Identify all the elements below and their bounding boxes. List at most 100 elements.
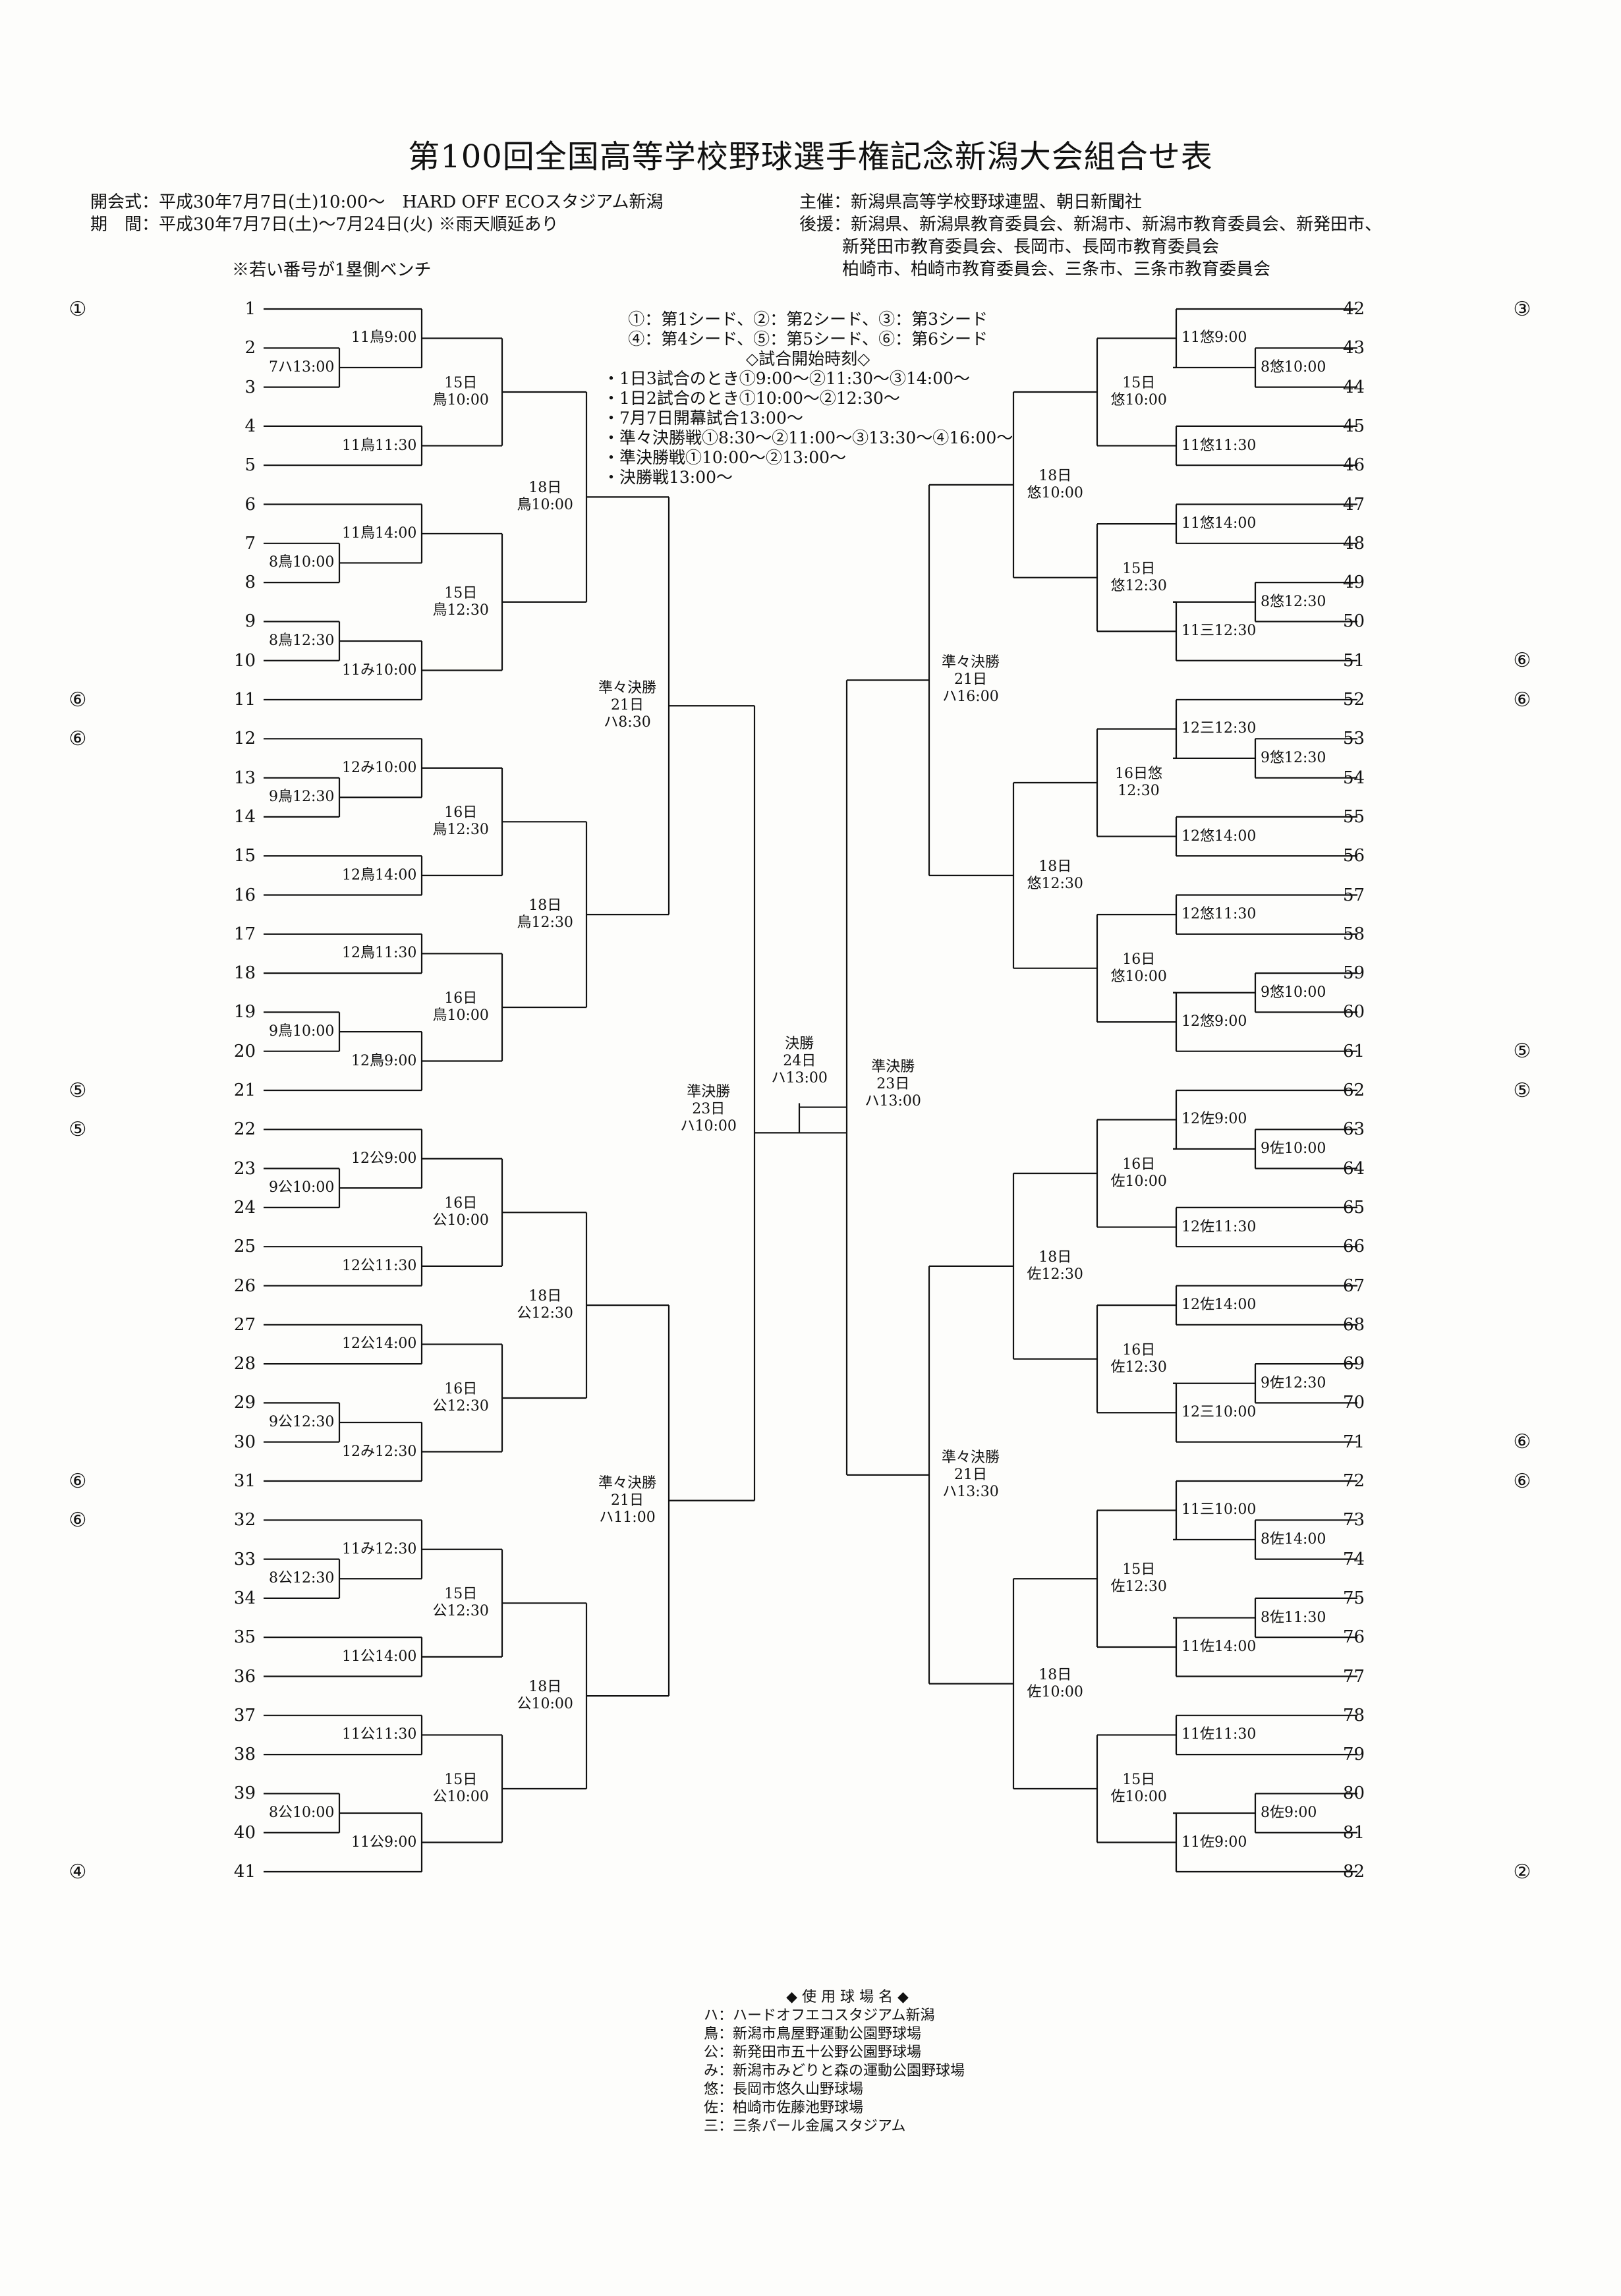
team-number: 73 (1343, 1510, 1365, 1530)
match-label: 12三10:00 (1181, 1404, 1257, 1421)
team-number: 30 (233, 1432, 256, 1452)
team-number: 49 (1343, 573, 1365, 593)
seed-badge: ⑥ (1513, 649, 1531, 673)
team-number: 28 (233, 1354, 256, 1374)
team-number: 36 (233, 1666, 256, 1687)
team-number: 79 (1343, 1745, 1365, 1765)
team-number: 4 (244, 416, 256, 436)
team-number: 57 (1343, 885, 1365, 905)
round-label: 18日佐12:30 (1027, 1248, 1083, 1283)
team-number: 25 (233, 1237, 256, 1257)
legend-start-line: ・1日3試合のとき①9:00～②11:30～③14:00～ (603, 369, 971, 388)
round-label: 15日鳥12:30 (432, 584, 489, 619)
legend: ①：第1シード、②：第2シード、③：第3シード ④：第4シード、⑤：第5シード、… (603, 310, 1013, 488)
header-right: 主催：新潟県高等学校野球連盟、朝日新聞社 後援：新潟県、新潟県教育委員会、新潟市… (799, 191, 1382, 281)
match-label: 12悠9:00 (1181, 1013, 1247, 1030)
match-label: 11佐9:00 (1181, 1834, 1247, 1851)
team-number: 81 (1343, 1822, 1365, 1843)
round-label: 18日悠12:30 (1027, 858, 1083, 892)
seed-badge: ① (69, 297, 87, 321)
bench-note: ※若い番号が1塁側ベンチ (232, 260, 432, 280)
venue-item: 三：三条パール金属スタジアム (704, 2118, 906, 2135)
team-number: 35 (233, 1627, 256, 1648)
venue-list-title: ◆ 使 用 球 場 名 ◆ (786, 1989, 909, 2005)
match-label: 8佐11:30 (1261, 1609, 1326, 1626)
match-label: 8佐9:00 (1261, 1805, 1317, 1822)
team-number: 64 (1343, 1158, 1365, 1179)
team-number: 44 (1343, 377, 1365, 397)
match-label: 12悠11:30 (1181, 906, 1257, 923)
legend-start-title: ◇試合開始時刻◇ (745, 349, 870, 368)
venue-item: 公：新発田市五十公野公園野球場 (704, 2044, 922, 2061)
round-label: 16日鳥12:30 (432, 804, 489, 839)
match-label: 11悠14:00 (1181, 515, 1257, 532)
team-number: 41 (233, 1862, 256, 1882)
team-number: 11 (233, 690, 256, 710)
legend-seed-line1: ①：第1シード、②：第2シード、③：第3シード (628, 310, 988, 329)
round-label: 16日佐10:00 (1110, 1156, 1167, 1190)
legend-seed-line2: ④：第4シード、⑤：第5シード、⑥：第6シード (628, 329, 988, 349)
round-label: 16日公12:30 (432, 1380, 489, 1414)
round-label: 18日公10:00 (517, 1679, 573, 1713)
match-label: 12み12:30 (342, 1443, 417, 1460)
team-number: 53 (1343, 729, 1365, 749)
seed-badge: ⑥ (1513, 688, 1531, 712)
round-label: 18日悠10:00 (1027, 467, 1083, 501)
match-label: 11三10:00 (1181, 1501, 1257, 1519)
round-label: 15日佐12:30 (1110, 1561, 1167, 1596)
seed-badge: ⑥ (69, 1508, 87, 1532)
team-number: 65 (1343, 1197, 1365, 1218)
period-info: 期 間：平成30年7月7日(土)～7月24日(火) ※雨天順延あり (90, 215, 559, 235)
match-label: 12佐9:00 (1181, 1111, 1247, 1128)
team-number: 14 (233, 806, 256, 827)
legend-start-line: ・7月7日開幕試合13:00～ (603, 408, 803, 428)
sponsor-info: 主催：新潟県高等学校野球連盟、朝日新聞社 (799, 192, 1143, 212)
team-number: 82 (1343, 1862, 1365, 1882)
match-label: 8悠10:00 (1261, 358, 1326, 376)
match-label: 11佐14:00 (1181, 1638, 1257, 1656)
support-info-2: 新発田市教育委員会、長岡市、長岡市教育委員会 (842, 237, 1220, 257)
team-number: 2 (244, 338, 256, 358)
seed-badge: ⑥ (69, 1469, 87, 1493)
team-number: 18 (233, 963, 256, 984)
team-number: 60 (1343, 1002, 1365, 1022)
match-label: 9悠10:00 (1261, 984, 1326, 1001)
match-label: 12み10:00 (342, 759, 417, 776)
team-number: 55 (1343, 806, 1365, 827)
seed-badge: ⑥ (69, 727, 87, 750)
team-number: 24 (233, 1197, 256, 1218)
team-number: 19 (233, 1002, 256, 1022)
round-label: 18日佐10:00 (1027, 1666, 1083, 1700)
match-label: 7ハ13:00 (269, 358, 335, 376)
venue-item: 悠：長岡市悠久山野球場 (704, 2081, 864, 2098)
match-label: 8公12:30 (269, 1570, 335, 1587)
team-number: 56 (1343, 846, 1365, 866)
match-label: 11公9:00 (351, 1834, 417, 1851)
match-label: 8公10:00 (269, 1805, 335, 1822)
opening-info: 開会式：平成30年7月7日(土)10:00～ HARD OFF ECOスタジアム… (90, 192, 664, 212)
seed-badge: ⑤ (69, 1117, 87, 1141)
match-label: 11鳥14:00 (342, 524, 417, 542)
team-number: 26 (233, 1275, 256, 1296)
team-number: 48 (1343, 533, 1365, 553)
match-label: 12鳥9:00 (351, 1052, 417, 1069)
match-label: 11悠11:30 (1181, 437, 1257, 454)
match-label: 11み10:00 (342, 661, 417, 679)
seed-badge: ③ (1513, 297, 1531, 321)
match-label: 12鳥11:30 (342, 945, 417, 962)
seed-badge: ⑤ (69, 1078, 87, 1102)
team-number: 45 (1343, 416, 1365, 436)
legend-start-line: ・1日2試合のとき①10:00～②12:30～ (603, 389, 900, 408)
team-number: 59 (1343, 963, 1365, 984)
team-number: 3 (244, 377, 256, 397)
match-label: 9公10:00 (269, 1179, 335, 1196)
team-number: 46 (1343, 455, 1365, 476)
team-number: 40 (233, 1822, 256, 1843)
team-number: 22 (233, 1119, 256, 1140)
team-number: 77 (1343, 1666, 1365, 1687)
